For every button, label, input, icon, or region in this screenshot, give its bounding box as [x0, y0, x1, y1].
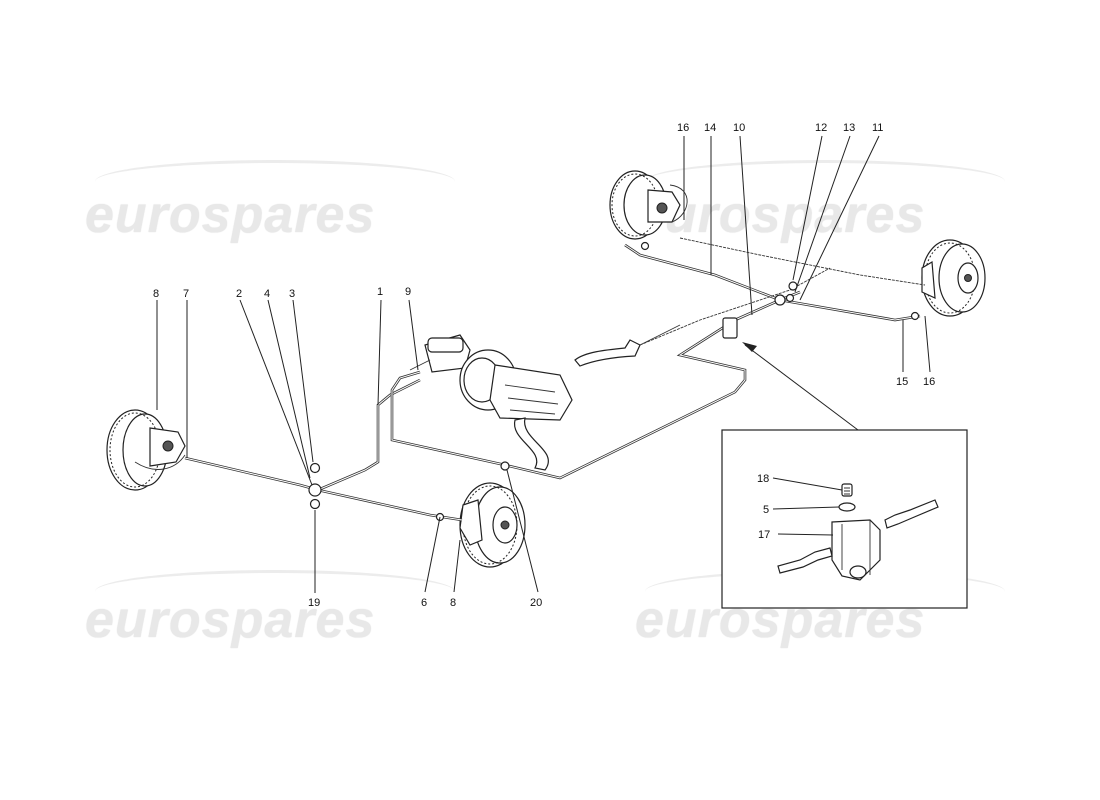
- callout-labels: 8 7 2 4 3 1 9 19 6 8 20 16 14 10 12 13 1…: [153, 122, 935, 609]
- callout-4: 4: [264, 288, 270, 300]
- front-left-brake-disc: [106, 409, 186, 491]
- rear-left-brake-disc: [609, 170, 688, 240]
- handbrake-lever: [574, 324, 681, 367]
- rear-right-brake-disc: [921, 239, 986, 317]
- callout-7: 7: [183, 288, 189, 300]
- callout-16: 16: [677, 122, 689, 134]
- callout-3: 3: [289, 288, 295, 300]
- callout-6: 6: [421, 597, 427, 609]
- callout-5: 5: [763, 504, 769, 516]
- leader-lines: [156, 135, 931, 593]
- brake-master-cylinder-servo: [409, 334, 573, 471]
- callout-9: 9: [405, 286, 411, 298]
- callout-15: 15: [896, 376, 908, 388]
- callout-2: 2: [236, 288, 242, 300]
- inset-detail-box: [721, 429, 968, 609]
- callout-18: 18: [757, 473, 769, 485]
- callout-13: 13: [843, 122, 855, 134]
- callout-1: 1: [377, 286, 383, 298]
- callout-10: 10: [733, 122, 745, 134]
- callout-12: 12: [815, 122, 827, 134]
- callout-19: 19: [308, 597, 320, 609]
- callout-11: 11: [872, 122, 883, 134]
- callout-17: 17: [758, 529, 770, 541]
- callout-8: 8: [450, 597, 456, 609]
- callout-8: 8: [153, 288, 159, 300]
- callout-20: 20: [530, 597, 542, 609]
- detail-arrow: [742, 342, 859, 431]
- callout-16: 16: [923, 376, 935, 388]
- front-right-brake-disc: [459, 482, 526, 568]
- pipe-fittings: [308, 241, 920, 522]
- callout-14: 14: [704, 122, 716, 134]
